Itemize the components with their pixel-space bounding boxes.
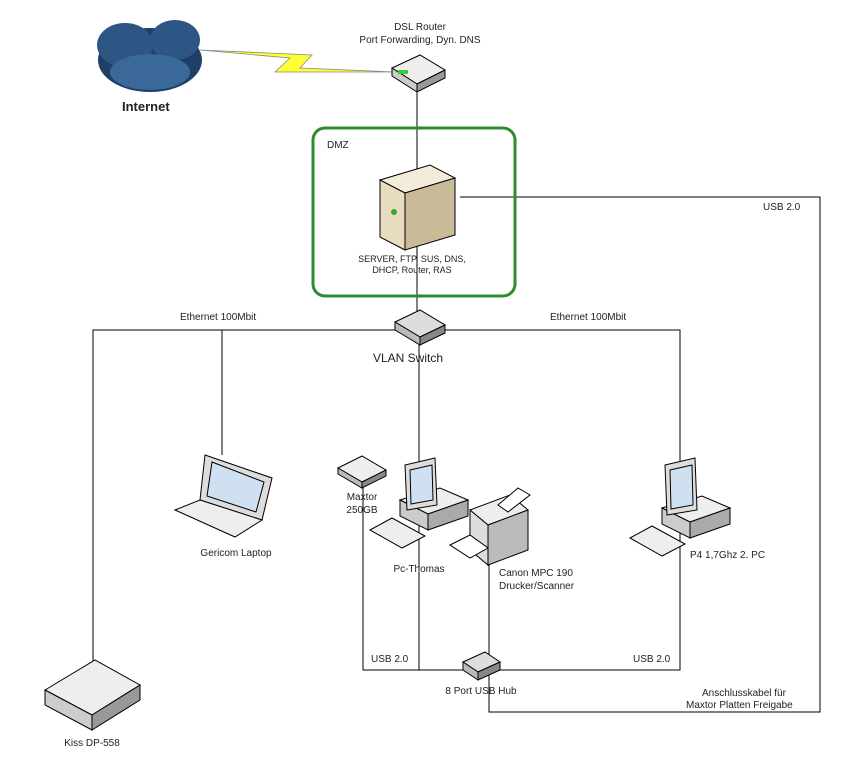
kiss-label: Kiss DP-558: [64, 738, 120, 749]
laptop-label: Gericom Laptop: [200, 548, 272, 559]
printer-label-1: Canon MPC 190: [499, 568, 573, 579]
usb-left-label: USB 2.0: [371, 654, 409, 665]
internet-label: Internet: [122, 99, 170, 114]
router-icon: [390, 54, 447, 93]
router-title: DSL Router: [394, 22, 446, 33]
hub-label: 8 Port USB Hub: [445, 686, 517, 697]
usb-right-label: USB 2.0: [633, 654, 671, 665]
connection-lines: [92, 80, 821, 713]
router-subtitle: Port Forwarding, Dyn. DNS: [359, 35, 481, 46]
vlan-switch-icon: [393, 309, 447, 346]
usb-hub-icon: [461, 651, 502, 681]
ethernet-right-label: Ethernet 100Mbit: [550, 312, 627, 323]
server-icon: [378, 164, 457, 251]
dmz-label: DMZ: [327, 140, 349, 151]
server-label-1: SERVER, FTP, SUS, DNS,: [358, 254, 466, 264]
usb-server-label: USB 2.0: [763, 202, 801, 213]
server-label-2: DHCP, Router, RAS: [372, 265, 452, 275]
pc2-label: P4 1,7Ghz 2. PC: [690, 550, 766, 561]
ethernet-bus: [92, 329, 681, 690]
printer-icon: [448, 487, 531, 567]
ethernet-left-label: Ethernet 100Mbit: [180, 312, 257, 323]
cable-label-2: Maxtor Platten Freigabe: [686, 700, 793, 711]
switch-label: VLAN Switch: [372, 351, 444, 365]
lightning-link-icon: [199, 49, 396, 73]
usb-hub-bus: [362, 480, 681, 671]
cloud-icon: [97, 20, 202, 92]
kiss-player-icon: [43, 659, 141, 731]
printer-label-2: Drucker/Scanner: [499, 581, 575, 592]
laptop-icon: [173, 454, 273, 538]
pc-thomas-label: Pc-Thomas: [393, 564, 445, 575]
pc-thomas-icon: [368, 457, 470, 549]
maxtor-label-2: 250GB: [346, 505, 378, 516]
cable-label-1: Anschlusskabel für: [702, 688, 786, 699]
dmz-zone: [311, 126, 517, 298]
pc2-icon: [628, 457, 732, 557]
maxtor-label-1: Maxtor: [346, 492, 378, 503]
maxtor-drive-icon: [336, 455, 388, 489]
